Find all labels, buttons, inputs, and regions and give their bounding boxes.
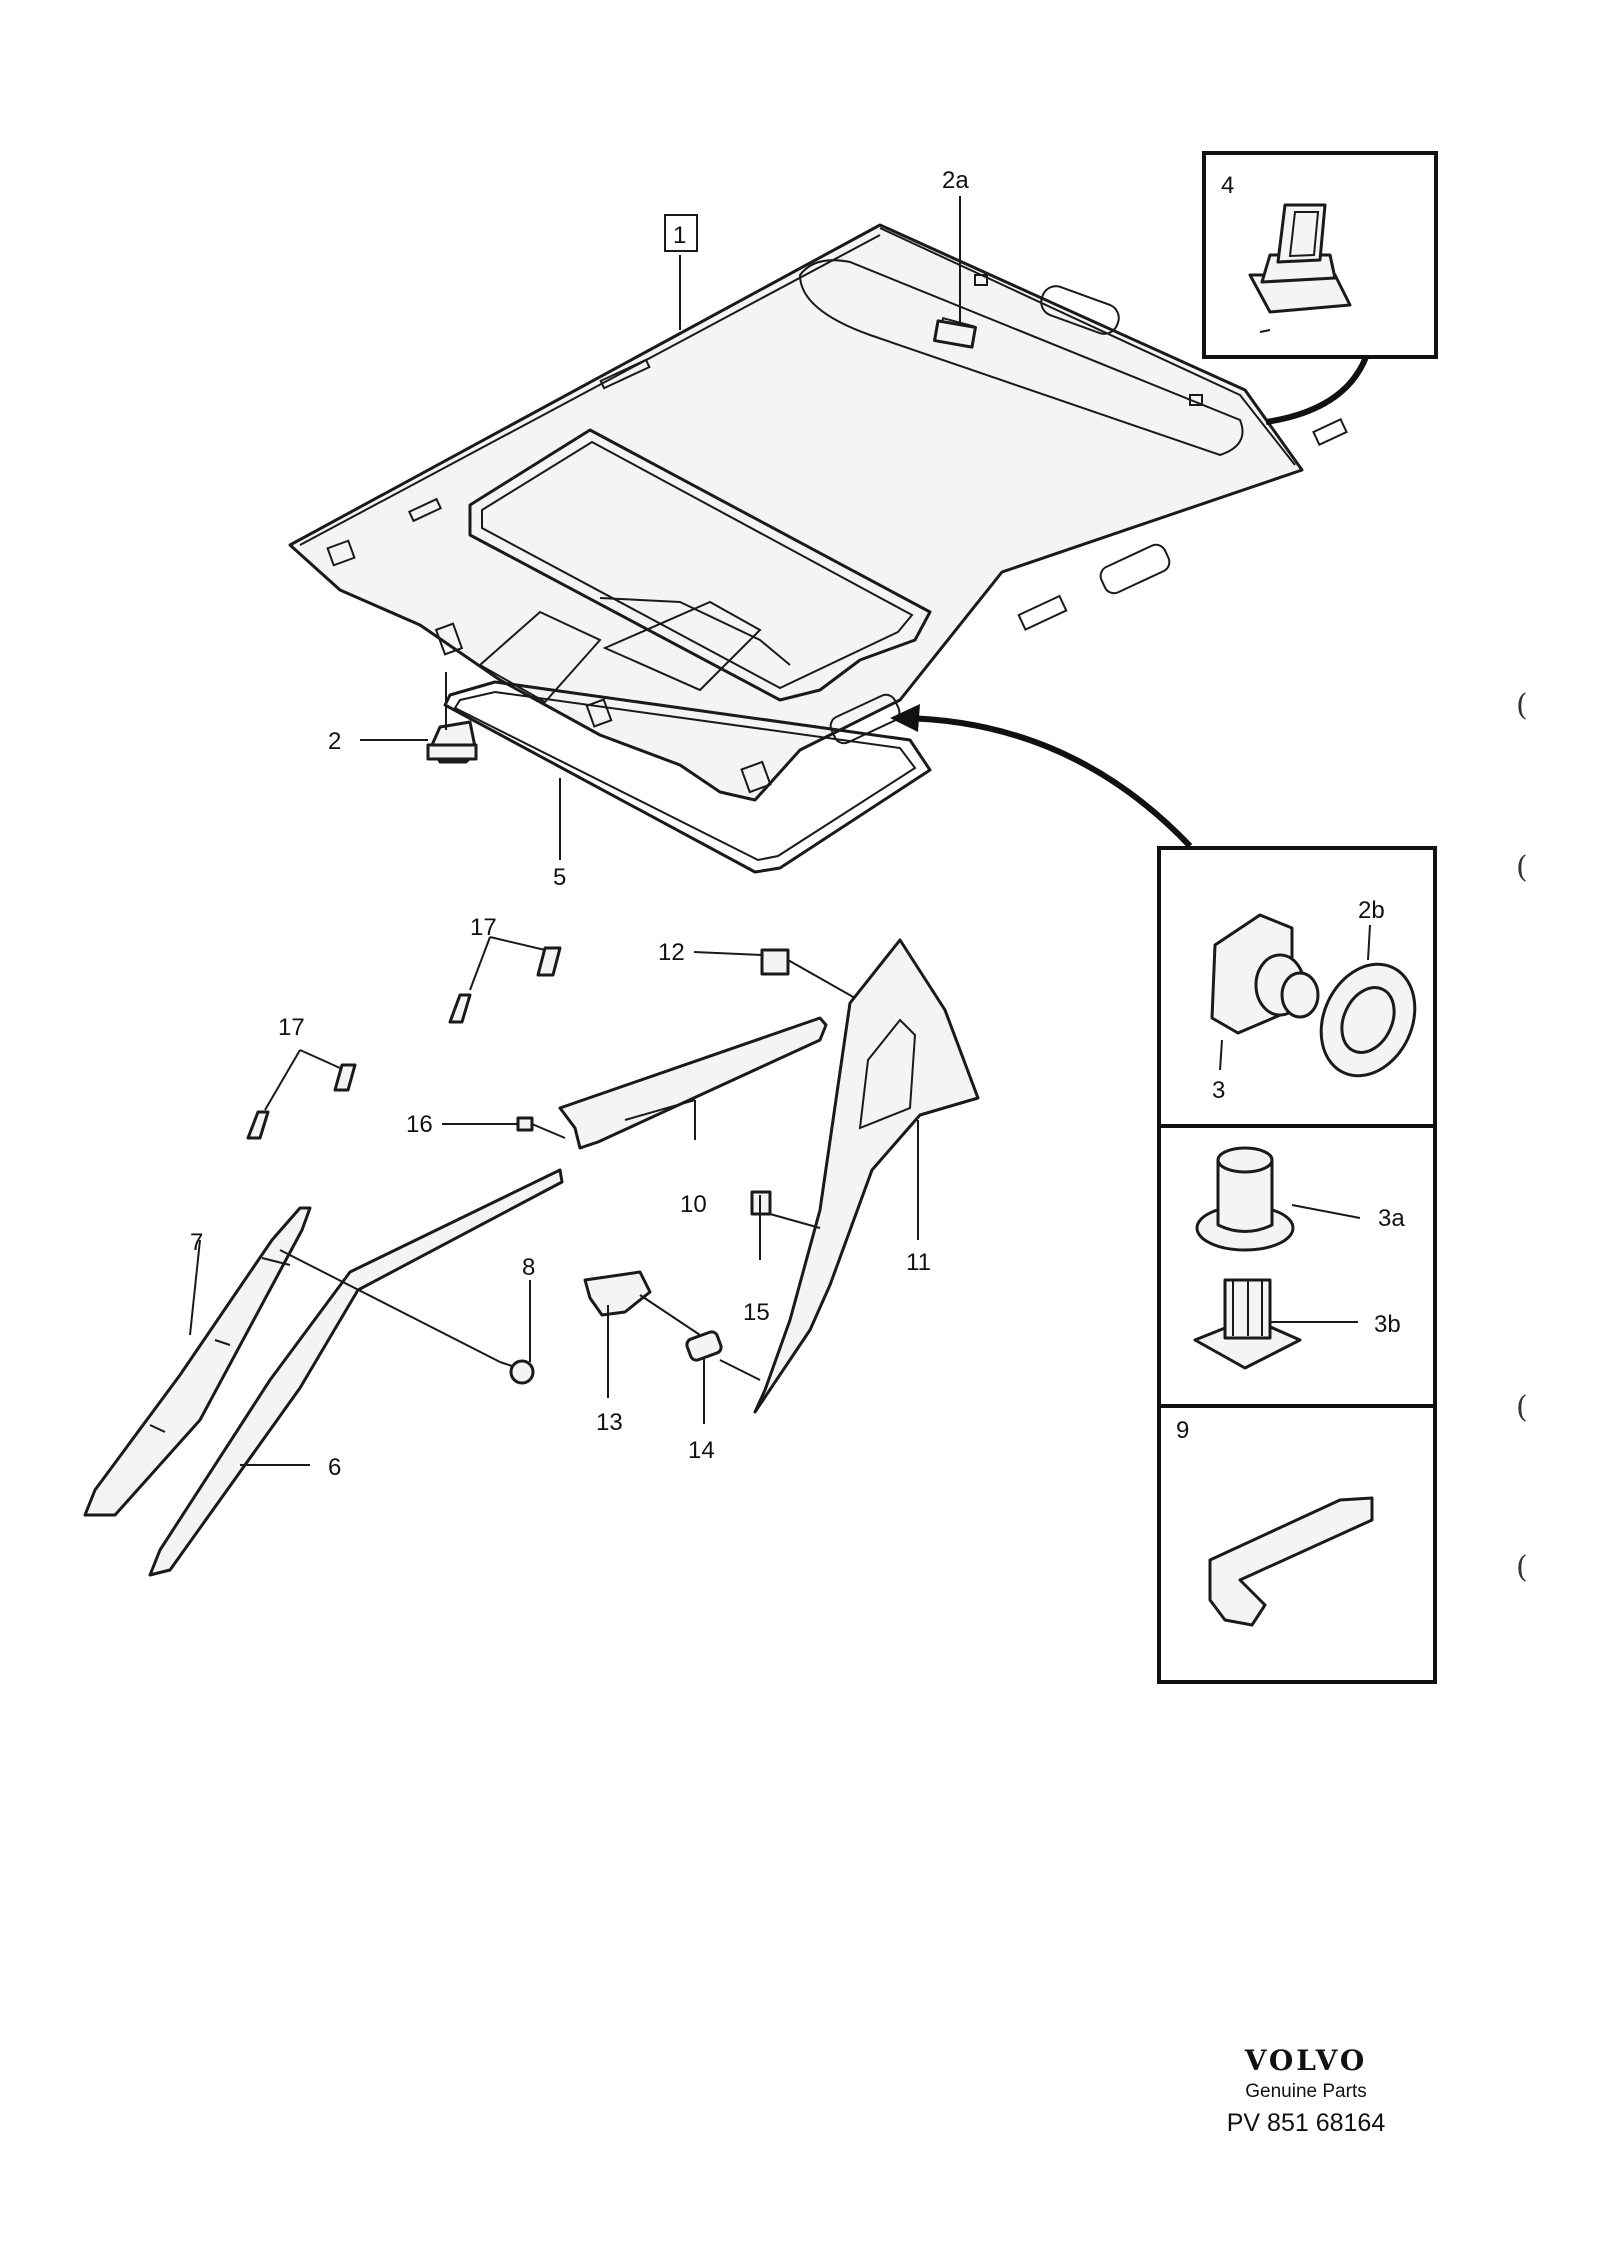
callout-12: 12 [658, 939, 685, 966]
clip-part-12 [760, 948, 790, 976]
connector-4 [1259, 329, 1271, 333]
clip-part-2 [426, 720, 478, 764]
callout-17a: 17 [470, 914, 497, 941]
volvo-logo: VOLVO [1244, 2044, 1368, 2077]
diagram-code: PV 851 68164 [1226, 2109, 1386, 2137]
callout-3b: 3b [1374, 1311, 1401, 1338]
detail-box-9 [1157, 1404, 1437, 1684]
callout-1: 1 [673, 222, 686, 249]
callout-14: 14 [688, 1437, 715, 1464]
callout-1-frame [664, 214, 698, 252]
callout-2: 2 [328, 728, 341, 755]
margin-mark: ( [1516, 688, 1528, 723]
headliner-part-1 [288, 223, 1348, 802]
arrowhead-box-3 [890, 704, 920, 732]
arrow-to-box-3 [899, 715, 1193, 849]
brand-subtitle: Genuine Parts [1245, 2081, 1367, 2102]
pillar-trim-part-7 [83, 1206, 312, 1517]
clip-part-4 [1248, 203, 1352, 314]
detail-box-3a3b [1157, 1124, 1437, 1408]
clip-part-16 [516, 1116, 534, 1132]
callout-3a: 3a [1378, 1205, 1405, 1232]
callout-8: 8 [522, 1254, 535, 1281]
clip-part-17b [246, 1063, 357, 1140]
screw-part-8 [499, 1359, 535, 1385]
clip-part-17a [448, 946, 562, 1024]
callout-16: 16 [406, 1111, 433, 1138]
callout-4: 4 [1221, 172, 1234, 199]
callout-15: 15 [743, 1299, 770, 1326]
ring-part-2b [1319, 962, 1417, 1078]
callout-2b: 2b [1358, 897, 1385, 924]
clip-part-2a [933, 319, 977, 349]
callout-3: 3 [1212, 1077, 1225, 1104]
callout-10: 10 [680, 1191, 707, 1218]
trim-part-11 [753, 938, 980, 1414]
screw-part-14 [685, 1330, 723, 1362]
callout-17b: 17 [278, 1014, 305, 1041]
margin-mark: ( [1516, 850, 1528, 885]
callout-6: 6 [328, 1454, 341, 1481]
callout-9: 9 [1176, 1417, 1189, 1444]
bracket-part-9 [1208, 1496, 1374, 1627]
clip-part-13 [583, 1270, 652, 1317]
trim-part-10 [558, 1016, 828, 1150]
callout-11: 11 [906, 1249, 931, 1276]
brand-block: VOLVO Genuine Parts PV 851 68164 [1186, 2044, 1426, 2138]
leader-lines [189, 196, 1371, 1466]
margin-mark: ( [1516, 1390, 1528, 1425]
clip-part-3 [1210, 913, 1320, 1035]
arrow-to-box-4 [1265, 355, 1369, 425]
fastener-part-3b [1193, 1278, 1302, 1370]
callout-2a: 2a [942, 167, 969, 194]
callout-5: 5 [553, 864, 566, 891]
pillar-trim-part-6 [148, 1168, 564, 1577]
margin-mark: ( [1516, 1550, 1528, 1585]
seal-part-5 [443, 680, 932, 874]
callout-7: 7 [190, 1229, 203, 1256]
detail-box-4 [1202, 151, 1438, 359]
bushing-part-3a [1195, 1146, 1295, 1252]
callout-13: 13 [596, 1409, 623, 1436]
